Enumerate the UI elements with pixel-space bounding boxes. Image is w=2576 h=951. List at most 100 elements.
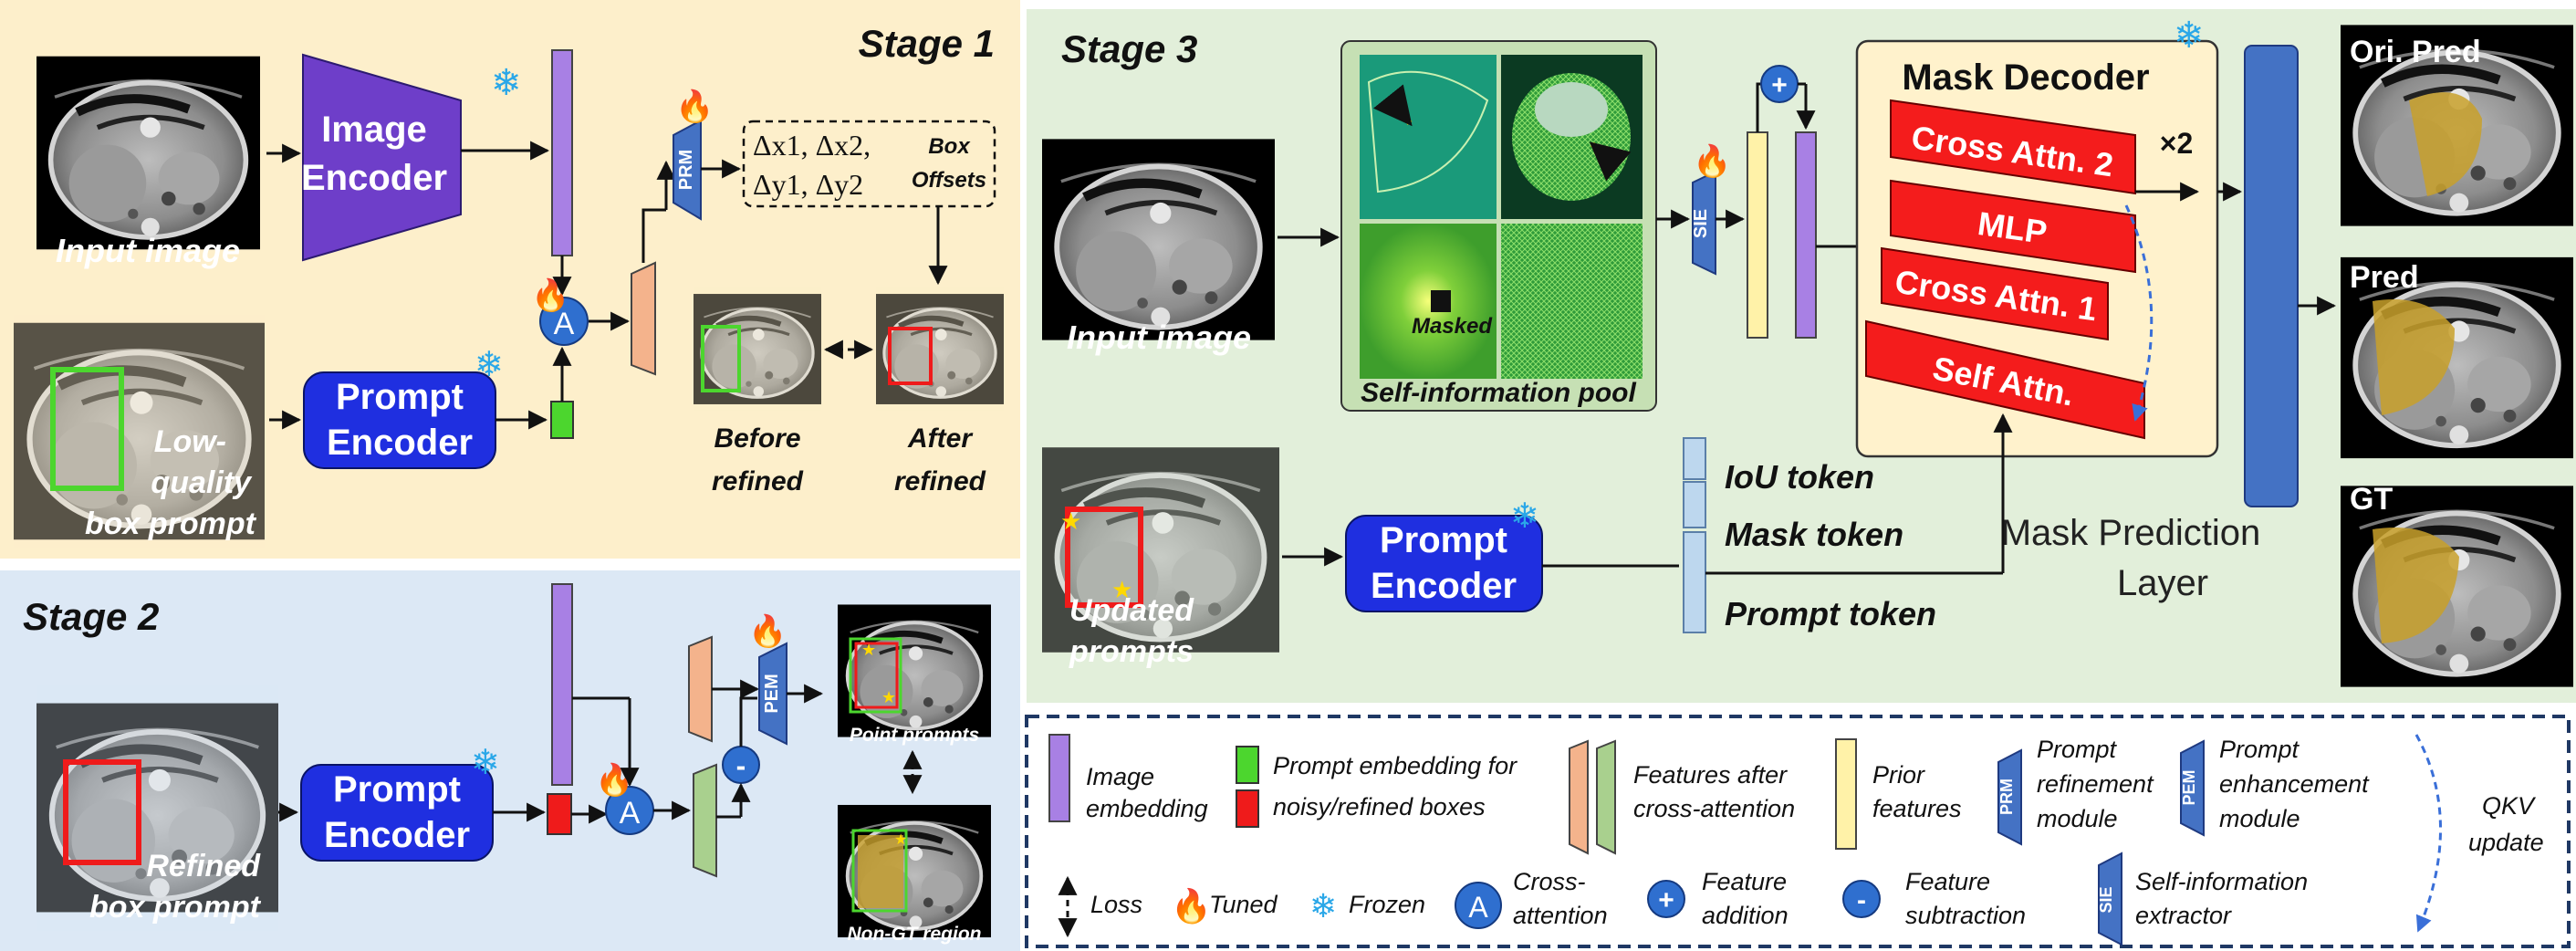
stage3-tokens: IoU token Mask token Prompt token <box>1683 437 1936 633</box>
stage1-prm-module: PRM 🔥 <box>673 89 714 221</box>
legend-feature-add-swatch <box>1647 880 1685 918</box>
stage3-updated-caption-line1: Updated <box>1069 593 1194 628</box>
stage3-mpl-line2: Layer <box>2117 563 2208 603</box>
iou-token-bar <box>1683 437 1706 480</box>
stage1-prompt-encoder-line1: Prompt <box>336 377 464 417</box>
qkv-update-arrow <box>2124 204 2154 422</box>
legend-cross-attn-line2: attention <box>1513 902 1608 929</box>
stage1-box-caption-line3: box prompt <box>85 507 257 541</box>
legend-green-feature-swatch <box>1596 739 1616 855</box>
stage1-cross-attention: A 🔥 <box>531 277 589 346</box>
stage3-sie-label: SIE <box>1691 209 1711 238</box>
frozen-icon: ❄ <box>491 63 522 103</box>
prompt-token-label: Prompt token <box>1725 595 1936 632</box>
legend-prm-swatch <box>1997 748 2022 846</box>
legend-feature-sub-swatch <box>1842 880 1881 918</box>
stage1-image-embedding <box>551 49 573 256</box>
stage1-box-offsets: Δx1, Δx2, Δy1, Δy2 Box Offsets <box>742 120 996 208</box>
legend-image-embedding-line2: embedding <box>1086 795 1208 822</box>
legend-cross-attn-swatch <box>1455 882 1502 929</box>
stage2-cross-attention: A 🔥 <box>595 762 654 835</box>
stage3-output-ori-pred: Ori. Pred <box>2341 25 2573 225</box>
legend-features-after-line2: cross-attention <box>1633 795 1795 822</box>
stage3-decoder-title: Mask Decoder <box>1902 57 2149 98</box>
stage3-output-label-pred: Pred <box>2350 260 2419 295</box>
stage3-prompt-encoder: Prompt Encoder ❄ <box>1345 497 1543 612</box>
legend-qkv-line2: update <box>2468 829 2544 856</box>
iou-token-label: IoU token <box>1725 458 1874 496</box>
stage2-point-caption: Point prompts <box>850 725 979 746</box>
decoder-block-self-attn: Self Attn. <box>1865 319 2145 440</box>
legend-feature-sub-line1: Feature <box>1905 868 1990 895</box>
stage3-feature-addition: + <box>1760 65 1799 103</box>
stage1-input-image: Input image <box>37 57 260 269</box>
stage2-pem-module: PEM 🔥 <box>748 613 787 746</box>
legend-border <box>1025 715 2571 948</box>
stage1-cross-attn-feature <box>631 261 656 376</box>
tuned-icon: 🔥 <box>748 613 787 649</box>
stage3-updated-prompts-image: ★ ★ Updated prompts <box>1042 434 1279 669</box>
legend-green-swatch <box>1236 746 1259 784</box>
stage1-before-refined: Before refined <box>694 287 821 496</box>
stage3-output-label-gt: GT <box>2350 482 2393 517</box>
stage2-minus-symbol: - <box>736 749 746 782</box>
stage2-panel: Stage 2 Refined box prompt Prompt Encode… <box>0 570 1020 951</box>
stage2-box-caption-line2: box prompt <box>89 890 262 925</box>
svg-text:★: ★ <box>881 688 896 706</box>
stage3-sie-module: SIE 🔥 <box>1691 143 1731 276</box>
stage3-input-caption: Input image <box>1067 319 1251 356</box>
stage2-point-prompts: ★ ★ Point prompts <box>838 604 991 746</box>
stage1-offsets-label-line1: Box <box>928 134 971 159</box>
legend-pem-line1: Prompt <box>2219 736 2300 763</box>
stage2-cross-attn-feature-green <box>693 763 717 878</box>
stage2-nongt-region: ★ Non-GT region <box>838 805 991 945</box>
stage1-after-refined: After refined <box>876 287 1004 496</box>
stage1-offsets-math-line2: Δy1, Δy2 <box>753 168 863 201</box>
stage3-prior-features <box>1747 131 1768 339</box>
legend-sie-swatch <box>2098 852 2122 946</box>
legend-image-embedding-line1: Image <box>1086 763 1154 790</box>
stage1-input-caption: Input image <box>56 232 240 269</box>
mask-token-label: Mask token <box>1725 516 1903 553</box>
legend-qkv-line1: QKV <box>2482 792 2537 820</box>
stage2-prompt-encoder: Prompt Encoder ❄ <box>300 744 500 862</box>
stage3-output-pred: Pred <box>2341 257 2573 458</box>
stage2-attn-symbol: A <box>620 796 641 831</box>
legend-pem-line2: enhancement <box>2219 770 2370 798</box>
stage2-title: Stage 2 <box>23 595 159 638</box>
legend-prior-line1: Prior <box>1872 761 1925 789</box>
legend-feature-sub-line2: subtraction <box>1905 902 2026 929</box>
stage1-box-prompt-image: Low- quality box prompt <box>14 315 265 548</box>
legend-prior-line2: features <box>1872 795 1962 822</box>
legend-cross-attn-line1: Cross- <box>1513 868 1586 895</box>
stage2-prompt-encoder-line2: Encoder <box>324 815 470 855</box>
stage1-box-caption-line2: quality <box>151 465 253 500</box>
legend-qkv-arrow <box>2414 734 2442 933</box>
stage3-image-embedding <box>1795 131 1817 339</box>
frozen-icon: ❄ <box>475 346 504 384</box>
stage3-prompt-encoder-line1: Prompt <box>1380 520 1507 560</box>
stage3-output-label-ori-pred: Ori. Pred <box>2350 35 2481 69</box>
stage3-self-information-pool: Masked Self-information pool <box>1340 40 1657 412</box>
stage1-image-encoder-line2: Encoder <box>301 158 447 198</box>
legend-feature-add-line2: addition <box>1702 902 1789 929</box>
svg-text:★: ★ <box>894 832 907 848</box>
stage3-mask-decoder: Mask Decoder ×2 ❄ Cross Attn. 2 MLP Cros… <box>1855 16 2219 458</box>
stage1-after-line1: After <box>907 423 974 454</box>
stage3-title: Stage 3 <box>1061 27 1197 70</box>
svg-text:★: ★ <box>1111 576 1132 603</box>
legend-prompt-embedding-line1: Prompt embedding for <box>1273 752 1517 779</box>
legend-loss-label: Loss <box>1090 891 1142 918</box>
legend-pem-tag: PEM <box>2180 769 2198 805</box>
stage2-refined-box <box>63 759 141 865</box>
stage1-offsets-math-line1: Δx1, Δx2, <box>753 129 871 162</box>
legend-prm-line1: Prompt <box>2037 736 2118 763</box>
stage1-panel: Stage 1 Input image Image Encoder ❄ Low-… <box>0 0 1020 559</box>
stage1-attn-symbol: A <box>554 307 575 341</box>
stage1-low-quality-box <box>50 367 124 491</box>
legend-frozen-label: Frozen <box>1349 891 1425 918</box>
legend-minus-symbol: - <box>1857 885 1866 915</box>
legend-sie-line1: Self-information <box>2135 868 2308 895</box>
stage3-mpl-line1: Mask Prediction <box>2001 513 2261 553</box>
